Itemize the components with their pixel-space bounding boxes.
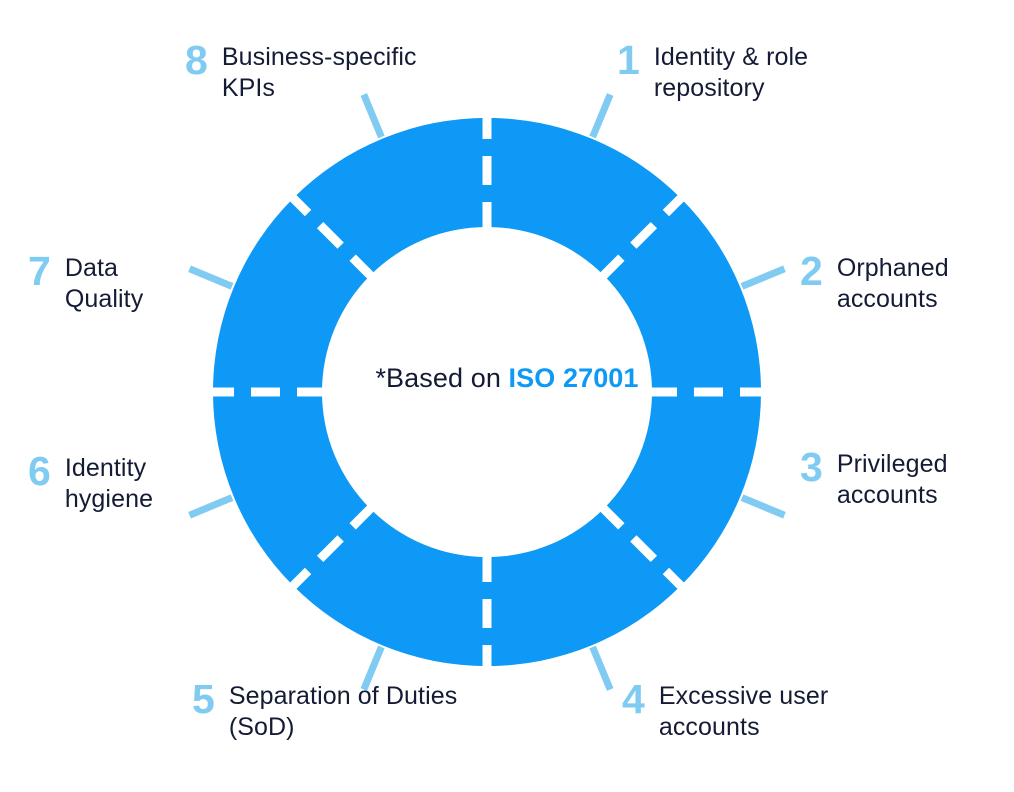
callout-label-3-line1: Privileged: [836, 450, 948, 478]
leader-line-3: [740, 494, 786, 519]
callout-3[interactable]: 3 Privileged accounts: [800, 444, 948, 511]
callout-number-8: 8: [185, 37, 208, 83]
callout-label-1-line2: repository: [653, 74, 765, 102]
callout-label-2-line2: accounts: [836, 285, 938, 313]
segment-divider-2: [597, 192, 687, 282]
callout-label-4-line2: accounts: [658, 713, 760, 741]
callout-label-3-line2: accounts: [836, 481, 938, 509]
leader-line-8: [360, 93, 385, 139]
callout-label-5-line2: (SoD): [228, 713, 295, 741]
leader-line-1: [589, 93, 614, 139]
callout-label-8-line2: KPIs: [221, 74, 276, 102]
center-note-prefix: *Based on: [375, 363, 509, 393]
leader-line-4: [589, 645, 614, 691]
callout-label-1-line1: Identity & role: [653, 43, 809, 71]
leader-line-5: [360, 645, 385, 691]
center-note: *Based on ISO 27001: [0, 363, 1014, 394]
segment-divider-6: [287, 502, 377, 592]
callout-number-4: 4: [622, 676, 645, 722]
callout-number-1: 1: [617, 37, 640, 83]
callout-7[interactable]: 7 Data Quality: [28, 248, 144, 315]
donut-ring: [212, 117, 761, 667]
segment-dividers: [209, 114, 765, 670]
segment-divider-8: [287, 192, 377, 282]
callout-4[interactable]: 4 Excessive user accounts: [622, 676, 829, 743]
callout-label-6: Identity hygiene: [65, 453, 153, 515]
callout-label-1: Identity & role repository: [654, 42, 808, 104]
callout-label-8-line1: Business-specific: [221, 43, 417, 71]
callout-label-3: Privileged accounts: [837, 449, 948, 511]
leader-line-2: [740, 265, 786, 290]
donut-ring-path: [212, 117, 761, 667]
leader-lines: [188, 93, 786, 691]
callout-5[interactable]: 5 Separation of Duties (SoD): [192, 676, 458, 743]
callout-label-8: Business-specific KPIs: [222, 42, 417, 104]
leader-line-7: [188, 265, 234, 290]
callout-label-7: Data Quality: [65, 253, 144, 315]
callout-6[interactable]: 6 Identity hygiene: [28, 448, 153, 515]
callout-label-7-line2: Quality: [64, 285, 144, 313]
callout-label-4-line1: Excessive user: [658, 682, 829, 710]
callout-1[interactable]: 1 Identity & role repository: [617, 37, 808, 104]
callout-number-3: 3: [800, 444, 823, 490]
center-note-standard: ISO 27001: [508, 363, 639, 393]
callout-label-5-line1: Separation of Duties: [228, 682, 458, 710]
segment-divider-4: [597, 502, 687, 592]
callout-number-2: 2: [800, 248, 823, 294]
callout-2[interactable]: 2 Orphaned accounts: [800, 248, 949, 315]
callout-label-2-line1: Orphaned: [836, 254, 949, 282]
callout-label-6-line1: Identity: [64, 454, 147, 482]
callout-number-6: 6: [28, 448, 51, 494]
callout-label-5: Separation of Duties (SoD): [229, 681, 458, 743]
callout-8[interactable]: 8 Business-specific KPIs: [185, 37, 417, 104]
callout-label-6-line2: hygiene: [64, 485, 154, 513]
callout-number-7: 7: [28, 248, 51, 294]
callout-label-2: Orphaned accounts: [837, 253, 949, 315]
leader-line-6: [188, 494, 234, 519]
callout-label-4: Excessive user accounts: [659, 681, 829, 743]
callout-label-7-line1: Data: [64, 254, 119, 282]
callout-number-5: 5: [192, 676, 215, 722]
